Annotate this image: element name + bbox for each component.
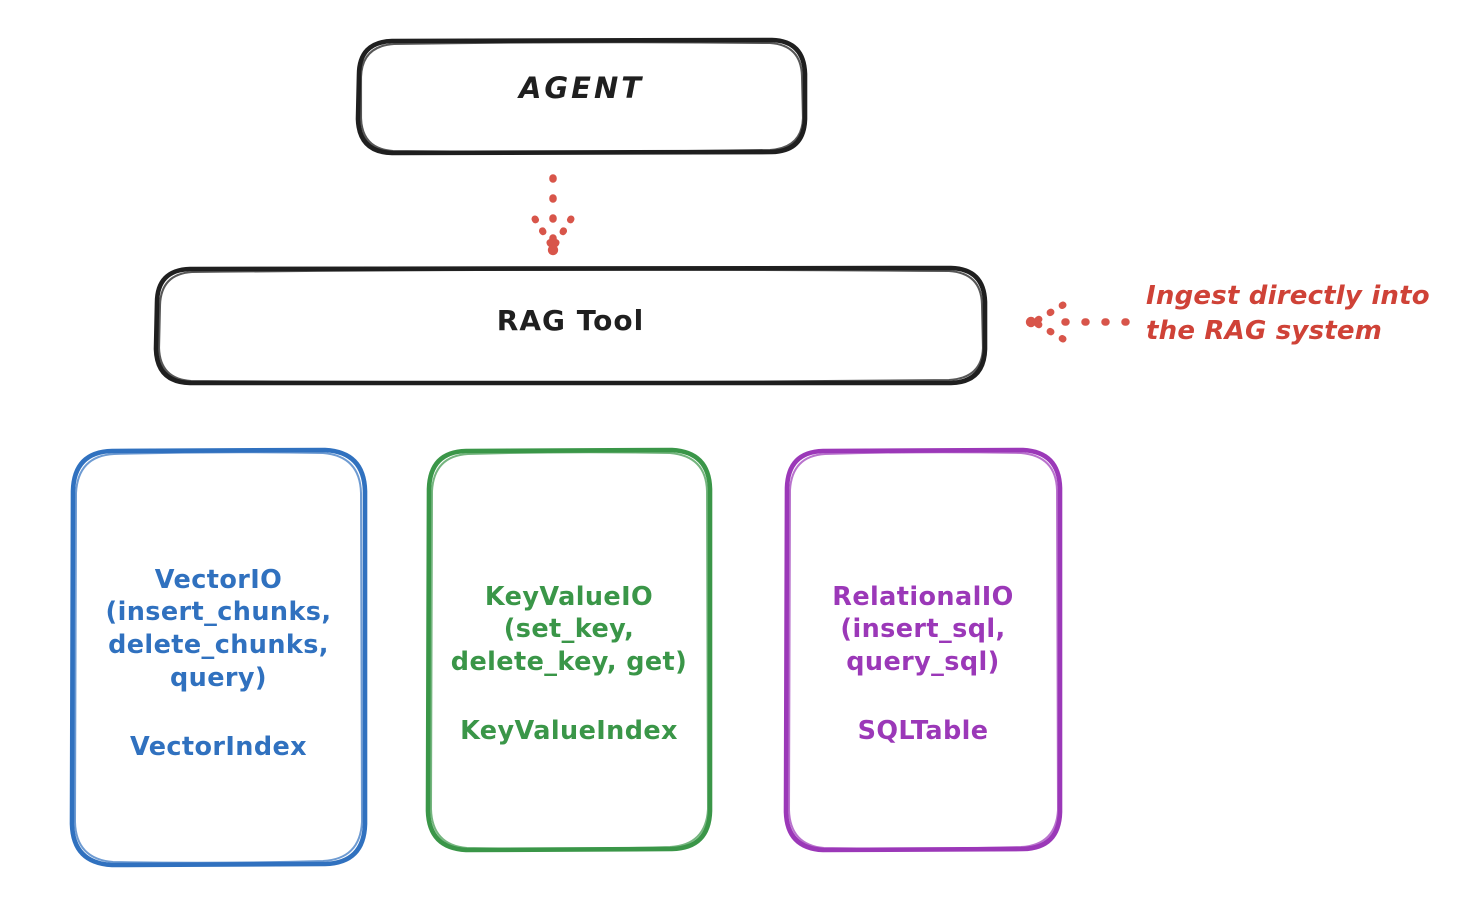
key-value-io-node-shape[interactable] — [425, 447, 713, 853]
rag-tool-node-shape[interactable] — [153, 265, 988, 386]
annotation-dotted-arrow — [1025, 301, 1130, 343]
relational-io-node-shape[interactable] — [783, 447, 1063, 853]
agent-node-shape[interactable] — [355, 37, 808, 156]
agent-to-rag-dotted-arrow — [531, 174, 575, 256]
vector-io-node-shape[interactable] — [69, 447, 368, 868]
